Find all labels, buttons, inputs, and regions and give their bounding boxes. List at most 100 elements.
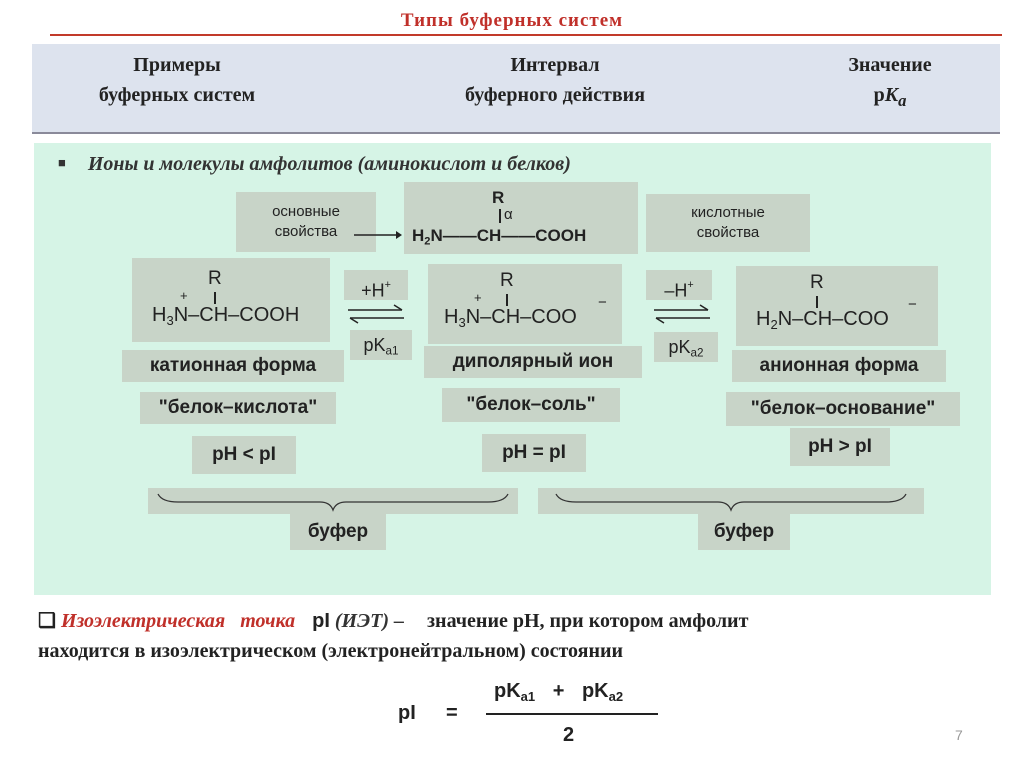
anion-alias: "белок–основание" <box>726 392 960 426</box>
add-proton-label: +H+ <box>344 270 408 301</box>
cation-tail: N–CH–COOH <box>173 304 300 326</box>
header-examples: Примеры буферных систем <box>62 50 292 110</box>
header-pka: Значение pKa <box>800 50 980 116</box>
header-interval: Интервал буферного действия <box>420 50 690 110</box>
definition-term: Изоэлектрическая точка <box>60 610 296 632</box>
right-brace-band <box>538 488 924 514</box>
header-interval-line2: буферного действия <box>464 84 646 106</box>
formula-plus: + <box>552 680 565 702</box>
dipolar-h: H <box>444 306 459 328</box>
general-h: H <box>412 226 425 245</box>
dipolar-bond <box>506 294 508 306</box>
bullet-heading: ■ Ионы и молекулы амфолитов (аминокислот … <box>58 153 571 176</box>
general-bond <box>499 209 501 223</box>
left-brace-icon <box>157 493 509 512</box>
add-proton-sup: + <box>384 279 391 291</box>
general-r: R <box>492 188 505 207</box>
right-buffer-label: буфер <box>698 514 790 550</box>
anion-r: R <box>810 272 824 293</box>
remove-proton-sup: + <box>687 279 694 291</box>
title-divider <box>50 34 1002 36</box>
header-pka-p: p <box>873 84 885 106</box>
definition-symbol: pI <box>312 610 330 632</box>
cation-formula: H3N–CH–COOH <box>152 304 299 328</box>
anion-tail: N–CH–COO <box>777 308 889 330</box>
header-examples-line2: буферных систем <box>98 84 256 106</box>
anion-sub: 2 <box>770 316 778 332</box>
anion-formula-box: R − H2N–CH–COO <box>736 266 938 346</box>
equilibrium-arrows-2-icon <box>654 304 710 324</box>
dipolar-formula-box: R + − H3N–CH–COO <box>428 264 622 344</box>
formula-pka1: pK <box>494 680 521 702</box>
anion-form-name: анионная форма <box>732 350 946 382</box>
basic-properties-line2: свойства <box>274 223 338 240</box>
page-number: 7 <box>955 727 963 743</box>
acidic-properties-line2: свойства <box>696 224 760 241</box>
cation-plus: + <box>180 288 188 303</box>
dipolar-ph-condition: pH = pI <box>482 434 586 472</box>
dipolar-alias: "белок–соль" <box>442 388 620 422</box>
header-examples-line1: Примеры <box>133 54 221 76</box>
pka1-text: pK <box>363 335 386 355</box>
acidic-properties-line1: кислотные <box>691 204 765 221</box>
header-pka-line2: pKa <box>800 80 980 116</box>
basic-properties-line1: основные <box>272 203 340 220</box>
formula-equals: = <box>446 702 458 724</box>
dipolar-form-name: диполярный ион <box>424 346 642 378</box>
general-alpha: α <box>504 206 513 223</box>
formula-numerator: pKa1 + pKa2 <box>494 680 623 704</box>
anion-h: H <box>756 308 771 330</box>
slide-title: Типы буферных систем <box>400 10 624 31</box>
header-interval-line1: Интервал <box>510 54 600 76</box>
isoelectric-definition: ❑ Изоэлектрическая точка pI (ИЭТ) – знач… <box>38 606 998 666</box>
header-pka-sub: a <box>898 91 907 110</box>
anion-formula: H2N–CH–COO <box>756 308 889 332</box>
cation-bond <box>214 292 216 304</box>
formula-pka2-sub: a2 <box>608 688 624 704</box>
left-buffer-label: буфер <box>290 514 386 550</box>
cation-alias: "белок–кислота" <box>140 392 336 424</box>
formula-pka2: pK <box>581 680 609 702</box>
arrow-right-icon <box>354 231 402 239</box>
acidic-properties-box: кислотные свойства <box>646 194 810 252</box>
left-brace-band <box>148 488 518 514</box>
remove-proton-text: –H <box>664 280 688 301</box>
right-brace-icon <box>555 493 907 512</box>
table-header <box>32 44 1000 134</box>
cation-formula-box: R + H3N–CH–COOH <box>132 258 330 342</box>
cation-r: R <box>208 268 222 289</box>
definition-line1: ❑ Изоэлектрическая точка pI (ИЭТ) – знач… <box>38 606 998 636</box>
cation-form-name: катионная форма <box>122 350 344 382</box>
formula-fraction-bar <box>486 713 658 715</box>
add-proton-text: +H <box>361 280 385 301</box>
checkbox-square-icon: ❑ <box>38 610 56 632</box>
general-formula: H2N——CH——COOH <box>412 226 586 247</box>
definition-line2: находится в изоэлектрическом (электроней… <box>38 640 624 662</box>
general-tail: N——CH——COOH <box>430 226 587 245</box>
pka1-label: pKa1 <box>350 330 412 360</box>
dipolar-r: R <box>500 270 514 291</box>
definition-abbr: (ИЭТ) – <box>334 610 405 632</box>
equilibrium-arrows-1-icon <box>348 304 404 324</box>
header-pka-line1: Значение <box>848 54 932 76</box>
dipolar-plus: + <box>474 290 482 305</box>
cation-sub: 3 <box>166 312 174 328</box>
formula-lhs: pI <box>398 702 416 724</box>
remove-proton-label: –H+ <box>646 270 712 301</box>
formula-pka1-sub: a1 <box>520 688 536 704</box>
anion-ph-condition: pH > pI <box>790 428 890 466</box>
pka2-text: pK <box>668 337 691 357</box>
dipolar-formula: H3N–CH–COO <box>444 306 577 330</box>
anion-bond <box>816 296 818 308</box>
definition-text-1: значение pH, при котором амфолит <box>427 610 749 632</box>
dipolar-sub: 3 <box>458 314 466 330</box>
pka1-sub: a1 <box>385 344 399 358</box>
bullet-square-icon: ■ <box>58 155 66 170</box>
dipolar-tail: N–CH–COO <box>465 306 577 328</box>
basic-properties-box: основные свойства <box>236 192 376 252</box>
anion-minus: − <box>908 296 917 313</box>
cation-ph-condition: pH < pI <box>192 436 296 474</box>
bullet-text: Ионы и молекулы амфолитов (аминокислот и… <box>87 153 571 175</box>
formula-denominator: 2 <box>563 724 575 746</box>
cation-h: H <box>152 304 167 326</box>
